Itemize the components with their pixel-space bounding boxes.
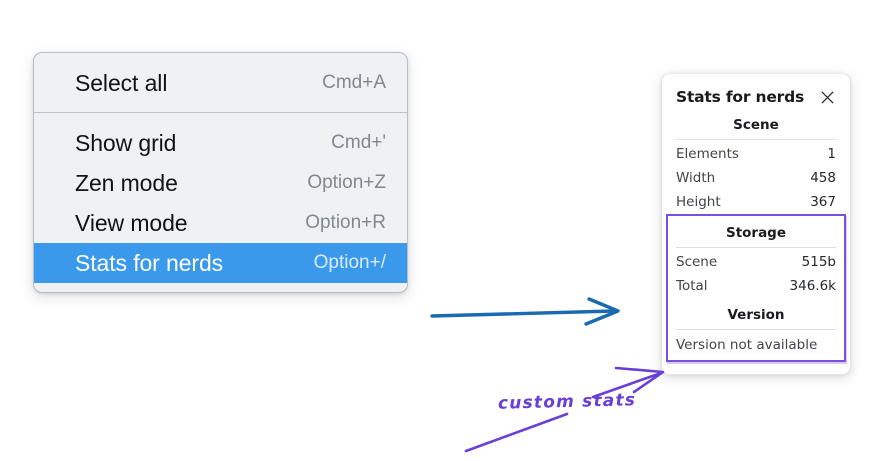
handwritten-annotation-custom-stats: custom stats <box>497 390 637 414</box>
stats-row-key: Scene <box>676 254 718 270</box>
stats-row-value: 367 <box>810 194 836 210</box>
section-rule <box>676 329 836 330</box>
stats-row-key: Width <box>676 170 716 186</box>
stats-row-value: 346.6k <box>789 278 836 294</box>
stats-row-value: 1 <box>827 146 836 162</box>
stats-row-value: 458 <box>810 170 836 186</box>
menu-item-label: Zen mode <box>75 169 178 196</box>
stats-section-scene: Scene Elements 1 Width 458 Height 367 <box>676 108 836 214</box>
stats-for-nerds-panel: Stats for nerds Scene Elements 1 Width 4… <box>661 73 851 375</box>
menu-item-label: Show grid <box>75 129 177 156</box>
stats-row-key: Total <box>676 278 708 294</box>
stats-row-key: Elements <box>676 146 739 162</box>
purple-underline-stroke <box>464 412 569 453</box>
version-not-available-text: Version not available <box>676 337 818 353</box>
menu-item-label: Stats for nerds <box>75 249 224 276</box>
context-menu-group-2: Show grid Cmd+' Zen mode Option+Z View m… <box>34 113 407 292</box>
stats-row-height: Height 367 <box>676 190 836 214</box>
stats-panel-title: Stats for nerds <box>676 88 805 106</box>
context-menu: Select all Cmd+A Show grid Cmd+' Zen mod… <box>33 52 408 293</box>
menu-item-shortcut: Option+Z <box>307 172 386 193</box>
menu-item-select-all[interactable]: Select all Cmd+A <box>34 63 407 103</box>
stats-section-storage: Storage Scene 515b Total 346.6k <box>676 216 836 298</box>
section-heading-version: Version <box>727 307 785 323</box>
stats-row-storage-total: Total 346.6k <box>676 274 836 298</box>
menu-separator <box>34 112 407 113</box>
stats-panel-header: Stats for nerds <box>662 74 850 108</box>
stats-panel-body: Scene Elements 1 Width 458 Height 367 <box>662 108 850 374</box>
menu-item-show-grid[interactable]: Show grid Cmd+' <box>34 123 407 163</box>
menu-item-label: View mode <box>75 209 188 236</box>
section-rule <box>676 139 836 140</box>
menu-item-shortcut: Cmd+' <box>331 132 386 153</box>
menu-item-shortcut: Cmd+A <box>322 72 386 93</box>
custom-stats-highlight-box: Storage Scene 515b Total 346.6k Version … <box>666 214 846 362</box>
section-heading-storage: Storage <box>725 225 787 241</box>
menu-item-shortcut: Option+R <box>305 212 386 233</box>
stats-section-version: Version Version not available <box>676 298 836 356</box>
stats-row-key: Height <box>676 194 721 210</box>
stats-row-width: Width 458 <box>676 166 836 190</box>
section-rule <box>676 247 836 248</box>
section-heading-scene: Scene <box>733 117 779 133</box>
stats-row-storage-scene: Scene 515b <box>676 250 836 274</box>
blue-arrow <box>430 297 620 326</box>
context-menu-group-1: Select all Cmd+A <box>34 53 407 112</box>
stats-row-value: 515b <box>801 254 836 270</box>
menu-item-label: Select all <box>75 69 168 96</box>
stats-row-elements: Elements 1 <box>676 142 836 166</box>
menu-item-stats-for-nerds[interactable]: Stats for nerds Option+/ <box>34 243 407 283</box>
menu-item-zen-mode[interactable]: Zen mode Option+Z <box>34 163 407 203</box>
menu-item-shortcut: Option+/ <box>313 252 386 273</box>
menu-item-view-mode[interactable]: View mode Option+R <box>34 203 407 243</box>
close-icon[interactable] <box>818 88 836 106</box>
